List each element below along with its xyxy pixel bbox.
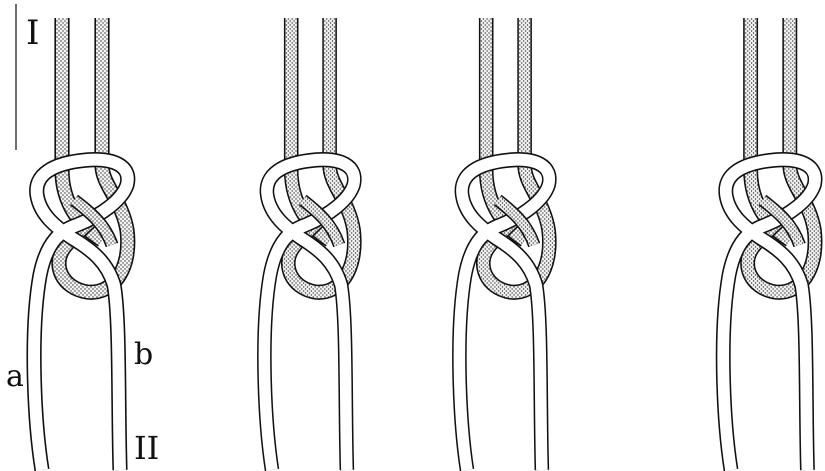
knot-step-4	[723, 18, 815, 470]
rope-I-label: I	[26, 16, 39, 50]
rope-end-b-label: b	[134, 340, 153, 370]
rope-end-a-label: a	[6, 362, 24, 392]
knot-step-3	[459, 18, 549, 470]
knot-step-1	[34, 18, 128, 470]
knot-step-2	[264, 18, 354, 470]
rope-II-label: II	[134, 432, 159, 464]
